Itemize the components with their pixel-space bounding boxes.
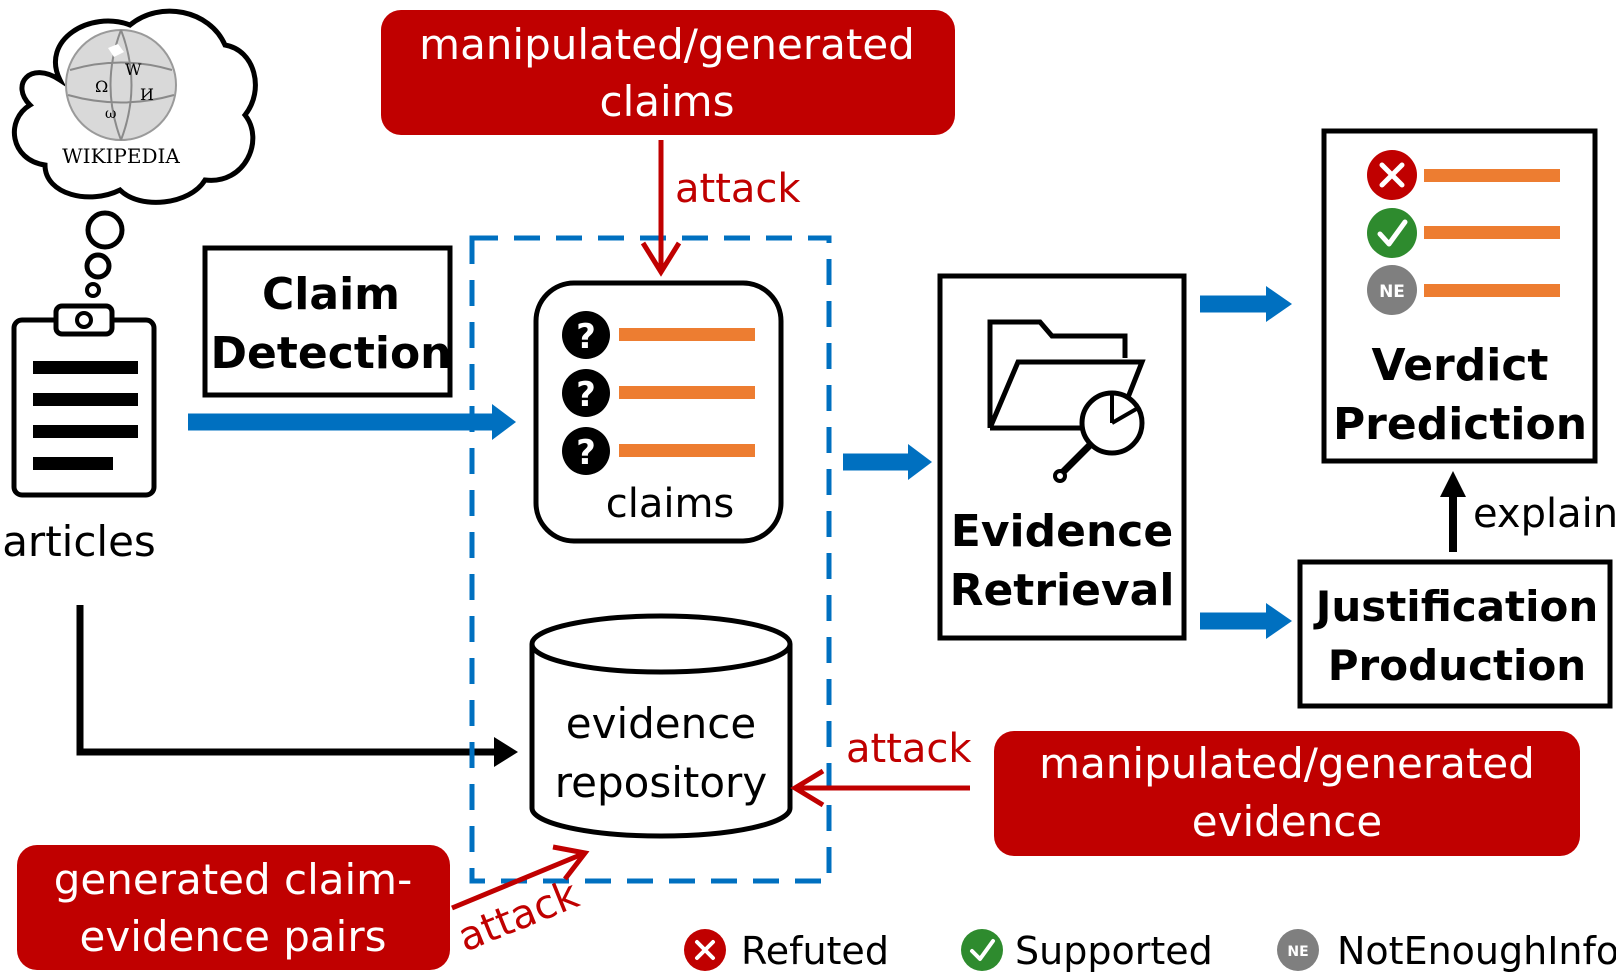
repository-line2: repository xyxy=(555,758,767,807)
attack-manipulated-claims-box: manipulated/generated claims xyxy=(381,10,955,135)
question-icon xyxy=(562,369,610,417)
attack-pairs-line2: evidence pairs xyxy=(80,912,387,961)
flow-arrow-to-retrieval-head xyxy=(908,444,932,480)
evidence-retrieval-line1: Evidence xyxy=(951,506,1173,557)
attack-evidence-line1: manipulated/generated xyxy=(1039,739,1535,788)
legend: Refuted Supported NE NotEnoughInfo xyxy=(684,929,1616,973)
claim-detection-box: Claim Detection xyxy=(202,245,453,398)
thought-bubble-medium xyxy=(84,252,112,280)
legend-refuted-label: Refuted xyxy=(741,929,889,973)
svg-text:ω: ω xyxy=(105,106,116,122)
clipboard-articles-icon xyxy=(11,303,157,498)
thought-bubble-small xyxy=(85,282,101,298)
verdict-row-supported xyxy=(1367,208,1560,258)
legend-supported: Supported xyxy=(961,929,1213,973)
question-icon xyxy=(562,427,610,475)
svg-text:NE: NE xyxy=(1379,282,1405,302)
attack-pairs-arrowhead xyxy=(552,844,590,881)
svg-text:?: ? xyxy=(576,433,596,473)
flow-arrow-to-verdict-head xyxy=(1266,286,1292,322)
attack-surface-dashed-region xyxy=(469,235,832,884)
attack-claims-label: attack xyxy=(675,166,801,212)
folder-search-icon xyxy=(987,319,1146,483)
claim-item: ? xyxy=(562,427,755,475)
svg-text:W: W xyxy=(125,60,142,79)
explain-arrowhead xyxy=(1440,471,1466,497)
svg-text:NE: NE xyxy=(1287,944,1308,960)
attack-pairs-line1: generated claim- xyxy=(54,855,413,904)
attack-pairs-arrow xyxy=(451,850,586,911)
attack-claims-line1: manipulated/generated xyxy=(419,20,915,69)
attack-manipulated-evidence-box: manipulated/generated evidence xyxy=(994,731,1580,856)
verdict-row-not-enough-info: NE xyxy=(1367,265,1560,315)
verdict-prediction-box: NE Verdict Prediction xyxy=(1321,128,1598,464)
verdict-row-refuted xyxy=(1367,150,1560,200)
claim-detection-line1: Claim xyxy=(262,269,400,320)
claim-line xyxy=(619,444,755,457)
claim-item: ? xyxy=(562,311,755,359)
legend-not-enough-info: NE NotEnoughInfo xyxy=(1277,929,1616,973)
wikipedia-wordmark: WIKIPEDIA xyxy=(62,144,180,168)
thought-bubble-large xyxy=(85,210,125,250)
attack-generated-pairs-box: generated claim- evidence pairs xyxy=(17,845,450,970)
svg-text:И: И xyxy=(140,85,154,104)
svg-text:?: ? xyxy=(576,375,596,415)
ne-badge-icon xyxy=(1367,265,1417,315)
verdict-prediction-line2: Prediction xyxy=(1333,399,1587,450)
attack-claims-arrowhead xyxy=(640,241,682,277)
claims-label: claims xyxy=(606,481,735,527)
articles-to-repository-arrow xyxy=(76,605,495,756)
evidence-retrieval-box: Evidence Retrieval xyxy=(937,273,1187,641)
flow-arrow-to-claims-head xyxy=(492,404,516,440)
legend-ne-icon xyxy=(1277,929,1319,971)
claim-line xyxy=(619,328,755,341)
repository-line1: evidence xyxy=(566,699,756,748)
wikipedia-cloud: Ω W И ω WIKIPEDIA xyxy=(12,8,258,298)
flow-arrow-to-justification-head xyxy=(1266,603,1292,639)
explain-label: explain xyxy=(1473,491,1616,537)
wikipedia-globe-icon: Ω W И ω xyxy=(65,29,177,141)
claim-item: ? xyxy=(562,369,755,417)
evidence-retrieval-line2: Retrieval xyxy=(950,565,1175,616)
claim-line xyxy=(619,386,755,399)
svg-text:Ω: Ω xyxy=(95,77,108,96)
attack-claims-line2: claims xyxy=(600,77,735,126)
attack-evidence-label: attack xyxy=(846,726,972,772)
attack-evidence-arrowhead xyxy=(790,768,825,808)
justification-line2: Production xyxy=(1328,641,1586,690)
attack-evidence-line2: evidence xyxy=(1192,797,1382,846)
supported-check-icon xyxy=(1367,208,1417,258)
attack-pairs-label: attack xyxy=(452,871,586,961)
svg-text:?: ? xyxy=(576,317,596,357)
verdict-prediction-line1: Verdict xyxy=(1372,340,1549,391)
justification-production-box: Justification Production xyxy=(1297,559,1613,709)
claims-box: ? ? ? claims xyxy=(533,280,784,544)
legend-not-enough-info-label: NotEnoughInfo xyxy=(1337,929,1616,973)
claim-detection-line2: Detection xyxy=(211,328,452,379)
legend-supported-icon xyxy=(961,929,1003,971)
question-icon xyxy=(562,311,610,359)
articles-to-repository-arrowhead xyxy=(494,737,518,767)
articles-label: articles xyxy=(2,517,156,566)
legend-refuted: Refuted xyxy=(684,929,889,973)
evidence-repository-cylinder: evidence repository xyxy=(529,613,793,839)
justification-line1: Justification xyxy=(1313,582,1599,631)
legend-supported-label: Supported xyxy=(1015,929,1213,973)
